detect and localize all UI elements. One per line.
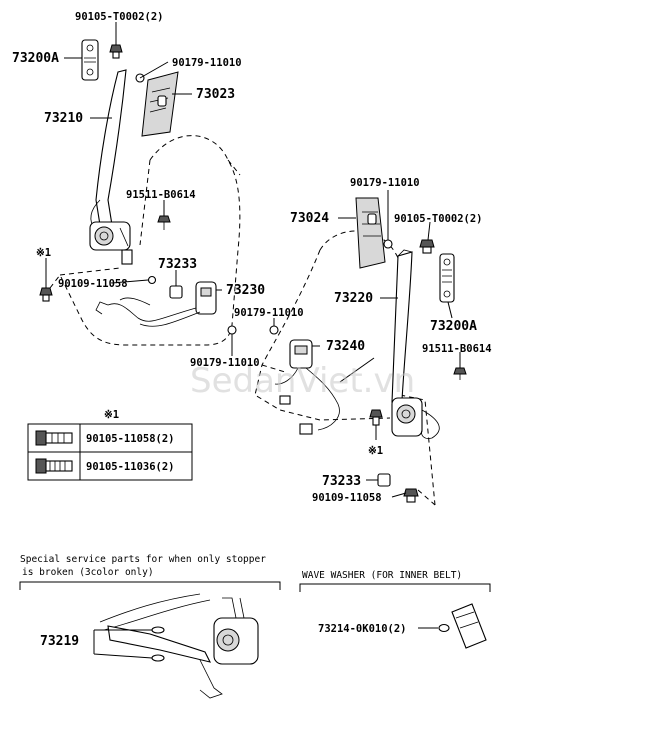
label-90105-top: 90105-T0002(2) [75,11,164,23]
label-90179-mid: 90179-11010 [234,307,304,319]
stopper-illustration [99,593,259,699]
retractor-right [391,397,440,439]
bolt-90105-right [419,239,435,254]
table-row-1-part: 90105-11058(2) [86,433,175,445]
label-73023: 73023 [196,87,235,102]
label-90179-left-low: 90179-11010 [190,357,260,369]
label-90109-right: 90109-11058 [312,492,382,504]
label-star1-right: ※1 [368,445,383,457]
special-note-line2: is broken (3color only) [22,567,154,578]
label-91511-right: 91511-B0614 [422,343,492,355]
nut-90179-right-top [383,239,393,249]
right-seat-outline [319,230,436,506]
label-73233-right: 73233 [322,474,361,489]
washer-illustration [438,603,487,649]
bolt-table: ※1 90105-11058(2) 90105-11036(2) [27,409,193,481]
wave-washer-section: WAVE WASHER (FOR INNER BELT) 73214-0K010… [299,570,491,649]
left-seat-outline [59,135,241,346]
table-header: ※1 [104,409,119,421]
bolt-90105-top-left [109,44,123,59]
left-seat-assembly [39,39,241,346]
right-seat-assembly [254,197,467,506]
nut-90179-low-left [227,325,237,335]
cover-73023 [141,71,179,137]
screw-91511-left [157,215,171,230]
buckle-73240 [274,339,340,435]
bolt-long-icon [35,458,73,474]
bolt-short-icon [35,430,73,446]
label-73240: 73240 [326,339,365,354]
belt-73210 [95,69,127,226]
bolt-star-right [369,409,383,426]
label-73024: 73024 [290,211,329,226]
label-73220: 73220 [334,291,373,306]
label-star1-left: ※1 [36,247,51,259]
part-labels: 73200A 90105-T0002(2) 90179-11010 73023 … [12,11,492,504]
label-73233-left: 73233 [158,257,197,272]
nut-73233-right [377,473,391,487]
retractor-left [89,221,133,265]
special-note-line1: Special service parts for when only stop… [20,554,266,565]
special-service-section: Special service parts for when only stop… [19,554,281,699]
label-73210: 73210 [44,111,83,126]
label-90109-left: 90109-11058 [58,278,128,290]
screw-91511-right [453,367,467,380]
label-73214: 73214-0K010(2) [318,623,407,635]
label-90105-right: 90105-T0002(2) [394,213,483,225]
watermark: SedanViet.vn [190,361,415,401]
label-73230: 73230 [226,283,265,298]
label-73200A-left: 73200A [12,51,59,66]
wave-washer-note: WAVE WASHER (FOR INNER BELT) [302,570,462,581]
buckle-73230 [95,281,217,327]
cover-73024 [355,197,386,269]
label-90179-top: 90179-11010 [172,57,242,69]
height-adjuster-73200A-right [439,253,455,303]
height-adjuster-73200A-left [81,39,99,81]
table-row-2-part: 90105-11036(2) [86,461,175,473]
nut-73233-left [169,285,183,299]
label-90179-right-top: 90179-11010 [350,177,420,189]
label-73200A-right: 73200A [430,319,477,334]
leader-lines [45,22,461,498]
label-73219: 73219 [40,634,79,649]
label-91511-left: 91511-B0614 [126,189,196,201]
nut-90179-mid [269,325,279,335]
bolt-90109-left [39,287,53,302]
bolt-90109-right [403,488,419,503]
